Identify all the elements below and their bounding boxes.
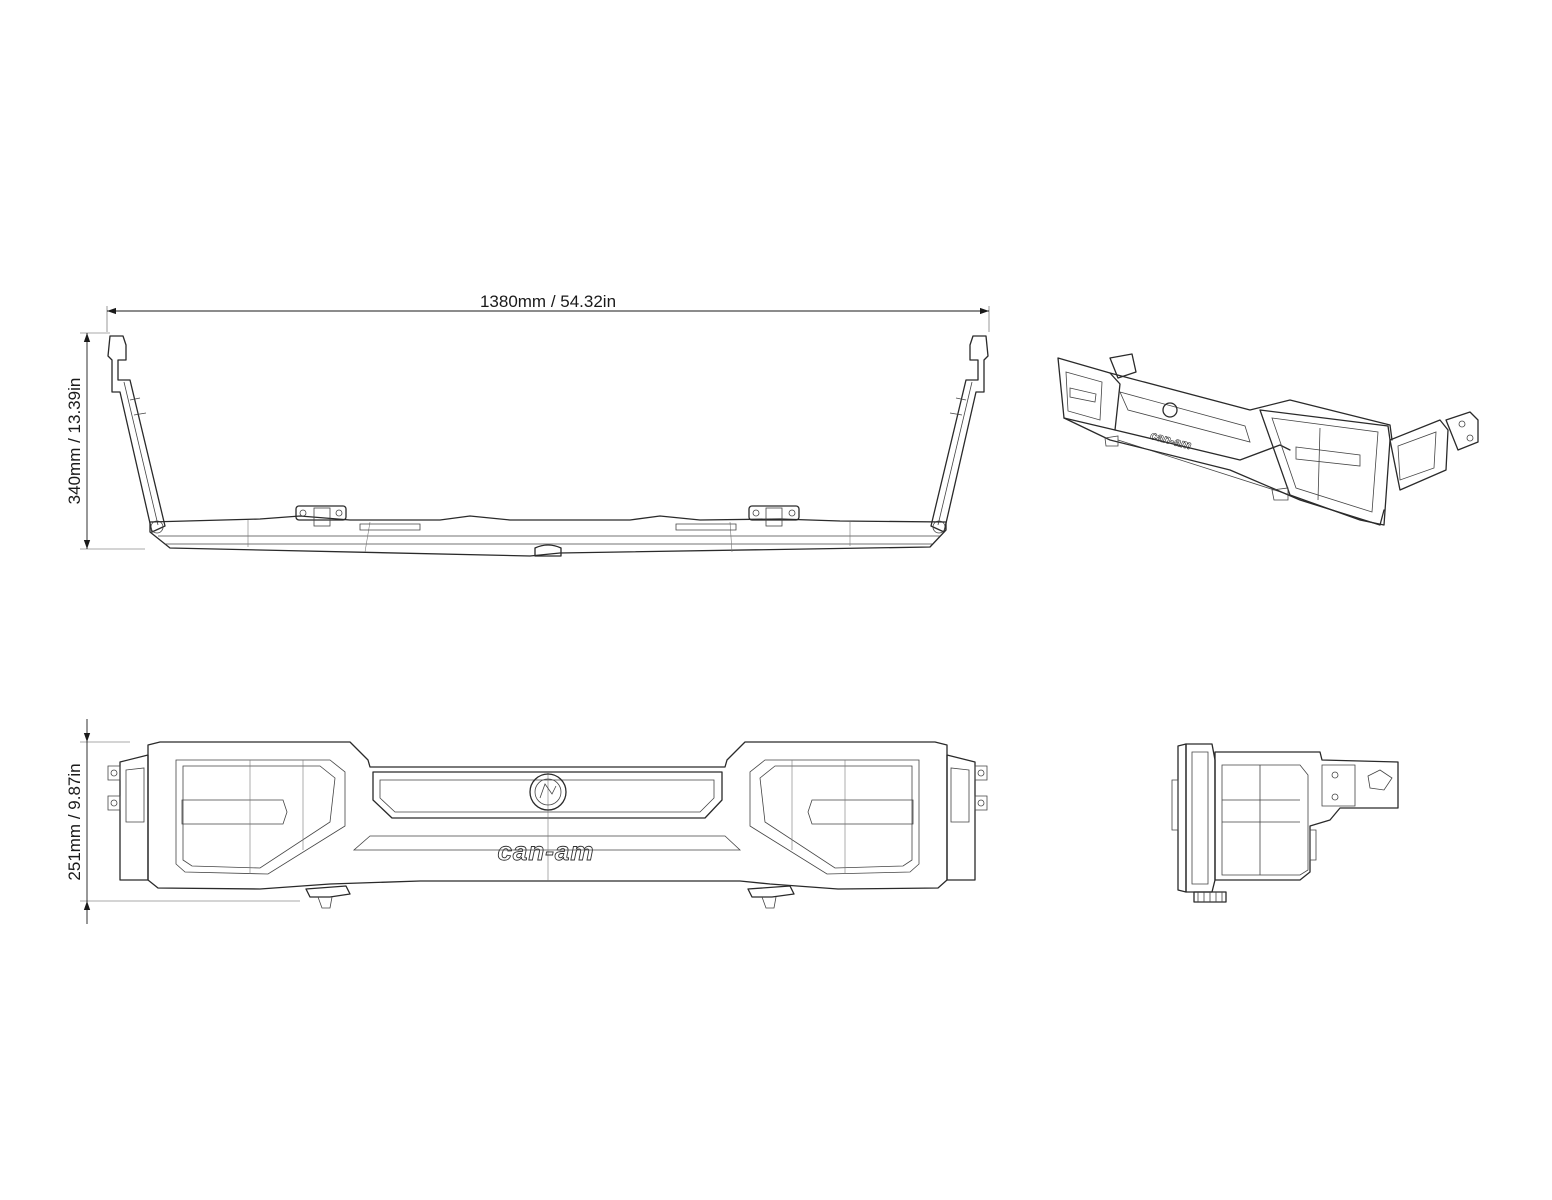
- side-view: [1171, 743, 1399, 903]
- hinge-right: [748, 505, 800, 527]
- side-view-outline: [1171, 743, 1399, 903]
- front-brand-logo: can-am: [497, 836, 594, 866]
- iso-brand-logo: can-am: [1149, 428, 1194, 452]
- width-dimension-label: 1380mm / 54.32in: [480, 292, 616, 311]
- isometric-view-outline: can-am: [1057, 353, 1479, 526]
- foot-left: [305, 885, 351, 909]
- logo-medallion: [529, 773, 567, 811]
- top-height-dimension: 340mm / 13.39in: [65, 332, 145, 550]
- front-view-outline: can-am: [107, 741, 988, 909]
- top-view-outline: [107, 335, 989, 557]
- front-height-dimension: 251mm / 9.87in: [65, 719, 300, 924]
- top-view: 1380mm / 54.32in 340mm / 13.39in: [65, 292, 990, 557]
- front-view: 251mm / 9.87in c: [65, 719, 988, 924]
- width-dimension: 1380mm / 54.32in: [106, 292, 990, 332]
- front-height-dimension-label: 251mm / 9.87in: [65, 763, 84, 880]
- hinge-left: [295, 505, 347, 527]
- foot-right: [747, 885, 795, 909]
- isometric-view: can-am: [1057, 353, 1479, 526]
- top-height-dimension-label: 340mm / 13.39in: [65, 378, 84, 505]
